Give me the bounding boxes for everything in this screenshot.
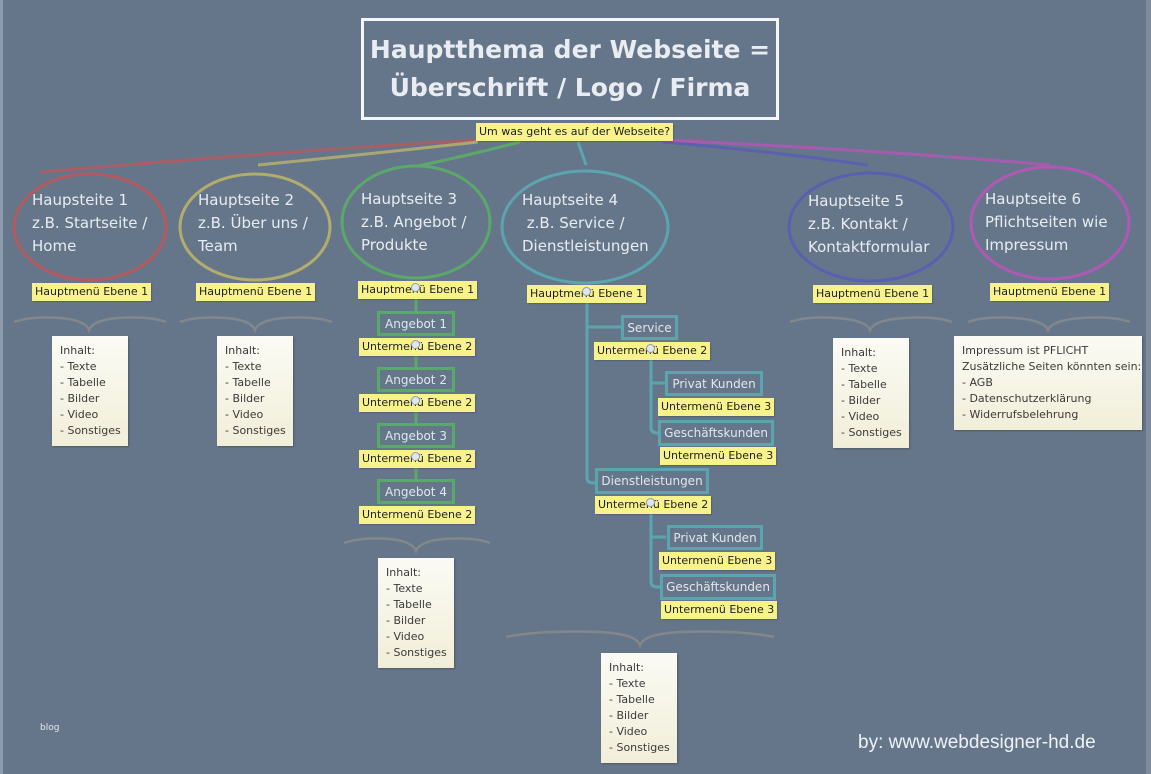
subpage-angebot-4[interactable]: Angebot 4 — [377, 479, 455, 504]
subpage-angebot-1[interactable]: Angebot 1 — [377, 311, 455, 336]
menu-label-dienst-geschaeft[interactable]: Untermenü Ebene 3 — [661, 601, 778, 619]
main-page-2[interactable]: Hauptseite 2 z.B. Über uns / Team — [198, 191, 308, 255]
main-page-5[interactable]: Hauptseite 5 z.B. Kontakt / Kontaktformu… — [808, 192, 930, 256]
menu-label-main-1[interactable]: Hauptmenü Ebene 1 — [32, 283, 152, 301]
content-note-page-2[interactable]: Inhalt: - Texte - Tabelle - Bilder - Vid… — [217, 336, 293, 446]
collapse-toggle-icon[interactable] — [646, 344, 655, 353]
title-line-1: Hauptthema der Webseite = — [369, 35, 771, 64]
subpage-dienst-geschaeftskunden[interactable]: Geschäftskunden — [660, 574, 776, 600]
left-edge — [0, 0, 3, 774]
main-page-6[interactable]: Hauptseite 6 Pflichtseiten wie Impressum — [985, 190, 1108, 254]
subpage-dienstleistungen[interactable]: Dienstleistungen — [595, 468, 709, 494]
content-note-page-3[interactable]: Inhalt: - Texte - Tabelle - Bilder - Vid… — [378, 558, 454, 668]
content-note-impressum[interactable]: Impressum ist PFLICHT Zusätzliche Seiten… — [954, 336, 1142, 430]
main-page-1[interactable]: Haupsteite 1 z.B. Startseite / Home — [32, 191, 148, 255]
menu-label-main-2[interactable]: Hauptmenü Ebene 1 — [196, 283, 316, 301]
subpage-angebot-3[interactable]: Angebot 3 — [377, 423, 455, 448]
title-line-2: Überschrift / Logo / Firma — [389, 73, 751, 102]
collapse-toggle-icon[interactable] — [646, 498, 655, 507]
subpage-service-geschaeftskunden[interactable]: Geschäftskunden — [658, 420, 774, 446]
subpage-dienst-privat-kunden[interactable]: Privat Kunden — [667, 525, 763, 550]
main-page-4[interactable]: Hauptseite 4 z.B. Service / Dienstleistu… — [522, 191, 649, 255]
collapse-toggle-icon[interactable] — [582, 287, 591, 296]
subpage-angebot-2[interactable]: Angebot 2 — [377, 367, 455, 392]
collapse-toggle-icon[interactable] — [411, 396, 420, 405]
subpage-service-privat-kunden[interactable]: Privat Kunden — [665, 371, 763, 396]
menu-label-angebot-4[interactable]: Untermenü Ebene 2 — [359, 506, 476, 524]
content-note-page-4[interactable]: Inhalt: - Texte - Tabelle - Bilder - Vid… — [601, 653, 677, 763]
collapse-toggle-icon[interactable] — [411, 283, 420, 292]
main-topic-title[interactable]: Hauptthema der Webseite = Überschrift / … — [361, 18, 779, 120]
subpage-service[interactable]: Service — [621, 315, 678, 340]
menu-label-service-privat[interactable]: Untermenü Ebene 3 — [658, 398, 775, 416]
menu-label-main-6[interactable]: Hauptmenü Ebene 1 — [990, 283, 1110, 301]
menu-label-main-5[interactable]: Hauptmenü Ebene 1 — [813, 285, 933, 303]
content-note-page-1[interactable]: Inhalt: - Texte - Tabelle - Bilder - Vid… — [52, 336, 128, 446]
menu-label-service-geschaeft[interactable]: Untermenü Ebene 3 — [660, 447, 777, 465]
collapse-toggle-icon[interactable] — [411, 340, 420, 349]
credit-link[interactable]: by: www.webdesigner-hd.de — [858, 732, 1096, 753]
menu-label-dienst-privat[interactable]: Untermenü Ebene 3 — [659, 552, 776, 570]
root-question-label[interactable]: Um was geht es auf der Webseite? — [476, 123, 674, 141]
right-scrollbar[interactable] — [1146, 0, 1151, 774]
main-page-3[interactable]: Hauptseite 3 z.B. Angebot / Produkte — [361, 190, 467, 254]
collapse-toggle-icon[interactable] — [411, 452, 420, 461]
blog-label: blog — [40, 723, 60, 733]
content-note-page-5[interactable]: Inhalt: - Texte - Tabelle - Bilder - Vid… — [833, 338, 909, 448]
